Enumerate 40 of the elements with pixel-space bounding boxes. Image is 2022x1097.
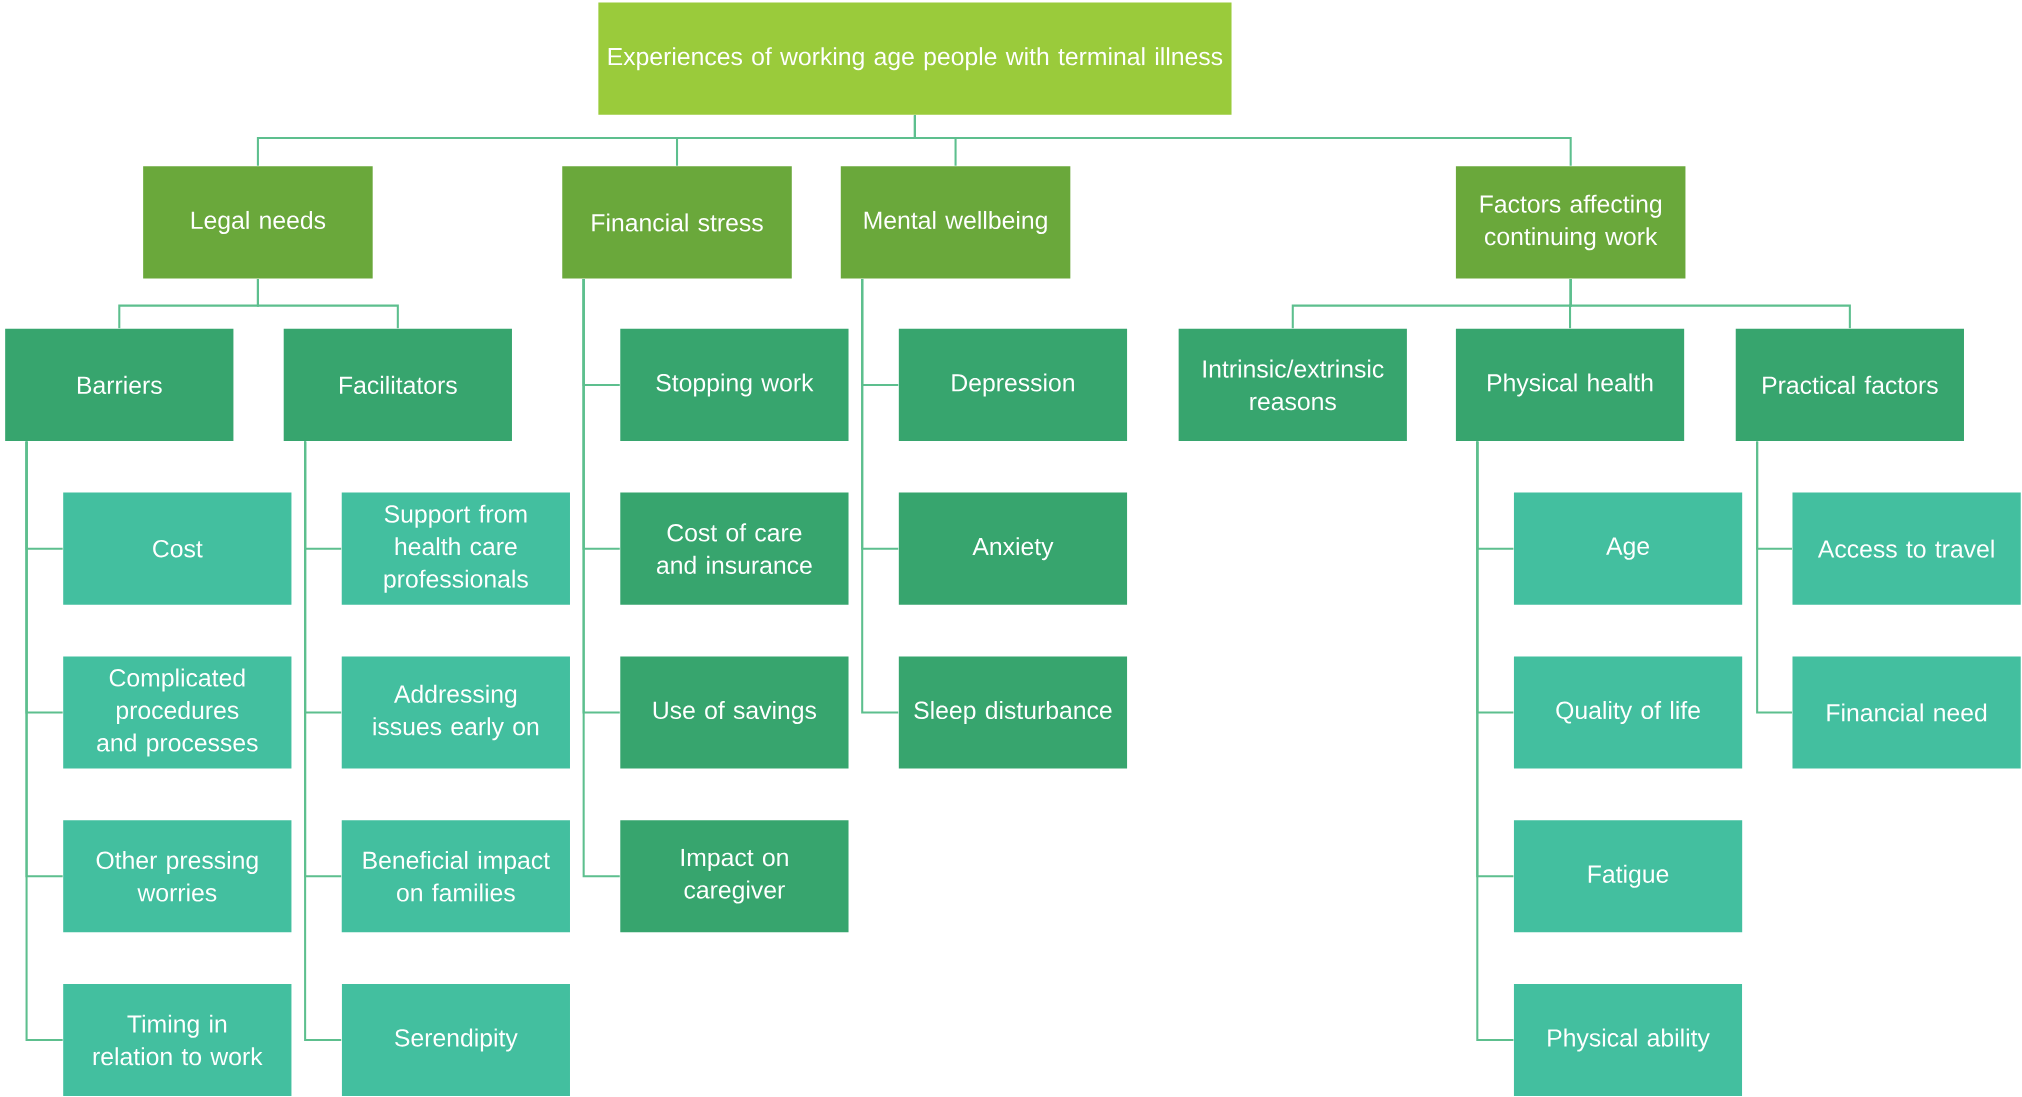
- theme-box: Timing in relation to work: [63, 983, 292, 1096]
- connector-line: [1476, 441, 1514, 1041]
- connector-line: [1756, 441, 1792, 714]
- category-box: Mental wellbeing: [840, 166, 1071, 279]
- category-box: Intrinsic/extrinsic reasons: [1178, 328, 1407, 441]
- category-box: Stopping work: [620, 328, 849, 441]
- theme-box: Beneficial impact on families: [341, 819, 570, 933]
- theme-box: Cost: [63, 492, 292, 605]
- theme-box: Financial need: [1792, 656, 2021, 769]
- theme-box: Use of savings: [620, 656, 849, 769]
- connector-line: [25, 441, 63, 1041]
- theme-box: Impact on caregiver: [620, 819, 849, 933]
- connector-line: [304, 441, 342, 1041]
- connector-line: [256, 278, 399, 329]
- connector-line: [861, 278, 899, 714]
- category-box: Financial stress: [562, 166, 792, 279]
- theme-box: Other pressing worries: [63, 819, 292, 933]
- category-box: Depression: [898, 328, 1128, 441]
- theme-box: Fatigue: [1513, 819, 1743, 933]
- theme-box: Cost of care and insurance: [620, 492, 849, 605]
- theme-box: Age: [1513, 492, 1743, 605]
- theme-box: Anxiety: [898, 492, 1128, 605]
- theme-box: Sleep disturbance: [898, 656, 1128, 769]
- theme-box: Access to travel: [1792, 492, 2021, 605]
- connector-line: [913, 115, 1572, 166]
- theme-box: Addressing issues early on: [341, 656, 570, 769]
- category-box: Legal needs: [143, 166, 373, 279]
- theme-box: Physical ability: [1513, 983, 1743, 1096]
- category-box: Barriers: [5, 328, 234, 441]
- category-box: Facilitators: [283, 328, 512, 441]
- category-box: Physical health: [1455, 328, 1685, 441]
- category-box: Practical factors: [1735, 328, 1964, 441]
- category-box: Factors affecting continuing work: [1455, 166, 1686, 279]
- theme-box: Support from health care professionals: [341, 492, 570, 605]
- connector-line: [1569, 278, 1851, 329]
- theme-box: Quality of life: [1513, 656, 1743, 769]
- title-box: Experiences of working age people with terminal illness: [598, 2, 1232, 115]
- theme-box: Complicated procedures and processes: [63, 656, 292, 769]
- connector-line: [582, 278, 620, 878]
- theme-box: Serendipity: [341, 983, 570, 1096]
